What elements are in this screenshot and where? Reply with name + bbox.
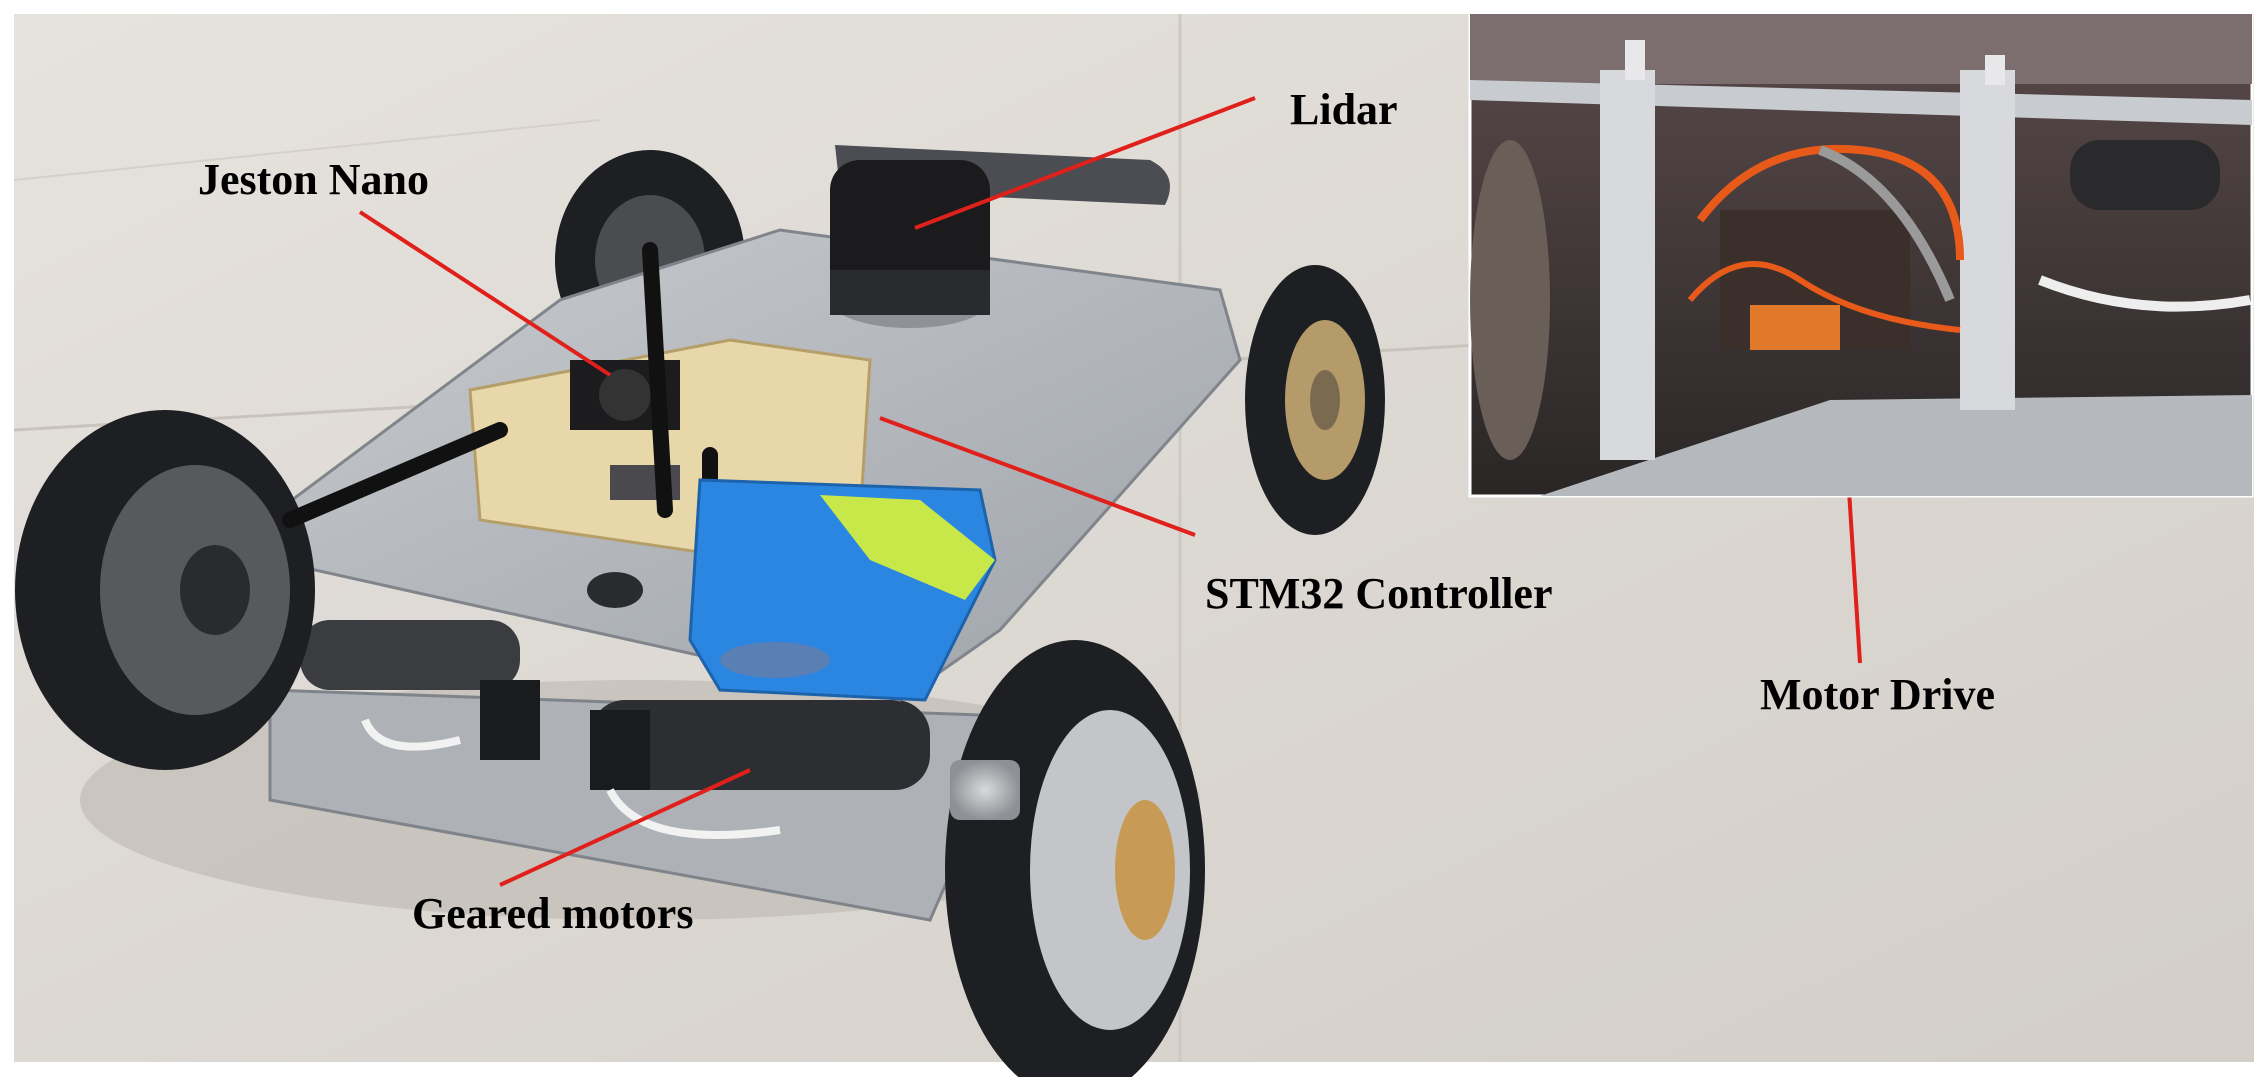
inset-photo-motor-drive <box>1468 12 2254 498</box>
battery-pack <box>688 478 997 702</box>
label-jetson-nano: Jeston Nano <box>198 155 430 204</box>
front-left-wheel <box>15 410 315 770</box>
label-geared-motors: Geared motors <box>412 889 694 938</box>
rear-right-wheel <box>1245 265 1385 535</box>
front-right-wheel <box>945 640 1205 1082</box>
geared-motors <box>300 620 930 839</box>
label-stm32-controller: STM32 Controller <box>1205 569 1553 618</box>
lidar-sensor <box>830 145 1170 328</box>
label-lidar: Lidar <box>1290 85 1398 134</box>
label-motor-drive: Motor Drive <box>1760 670 1995 719</box>
